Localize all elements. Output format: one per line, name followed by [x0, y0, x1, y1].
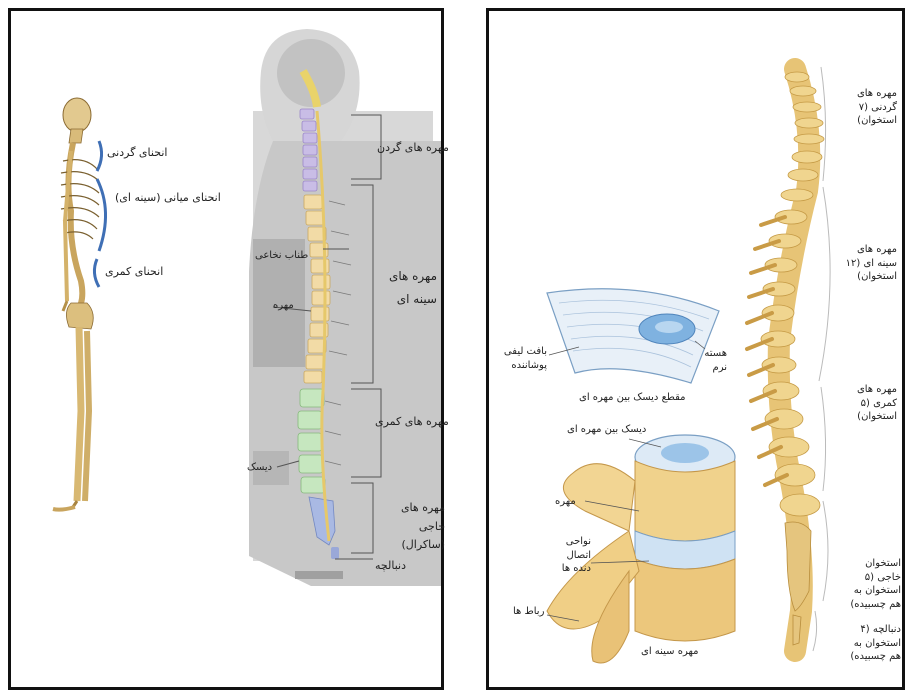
cervical-curve-label: انحنای گردنی	[107, 146, 167, 161]
thoracic-vertebra-caption: مهره سینه ای	[641, 645, 698, 659]
skeleton-figure	[53, 98, 99, 510]
disc-section-caption: مقطع دیسک بین مهره ای	[579, 391, 686, 405]
disc-cross-section	[547, 289, 719, 383]
sacrum-label: استخوان خاجی (۵ استخوان به هم چسبیده)	[839, 557, 901, 611]
fibrous-tissue-label: بافت لیفی پوشاننده	[503, 345, 547, 372]
left-illustration	[11, 11, 447, 693]
nucleus-label: هسته نرم	[705, 347, 727, 374]
lumbar-vertebrae-label: مهره های کمری (۵ استخوان)	[845, 383, 897, 424]
vertebra-label: مهره	[555, 495, 576, 509]
intervertebral-disc-label: دیسک بین مهره ای	[567, 423, 646, 437]
cervical-vertebrae-label: مهره های گردن	[377, 141, 449, 156]
spinal-column-side-view	[747, 69, 824, 651]
left-panel: انحنای گردنی انحنای میانی (سینه ای) انحن…	[8, 8, 444, 690]
ligaments-label: رباط ها	[513, 605, 544, 619]
spinal-cord-label: طناب نخاعی	[255, 249, 308, 263]
lumbar-vertebrae-label: مهره های کمری	[375, 415, 449, 430]
disc-label: دیسک	[247, 461, 272, 475]
thoracic-curve-label: انحنای میانی (سینه ای)	[115, 191, 221, 206]
right-panel: مهره های گردنی (۷ استخوان) مهره های سینه…	[486, 8, 905, 690]
coccyx-label: دنبالچه	[375, 559, 406, 574]
vertebra-label: مهره	[273, 299, 294, 313]
cervical-vertebrae-label: مهره های گردنی (۷ استخوان)	[845, 87, 897, 128]
lumbar-curve-label: انحنای کمری	[105, 265, 163, 280]
sacral-vertebrae-label: مهره های خاجی (ساکرال)	[373, 499, 445, 555]
articular-area-label: نواحی اتصال دنده ها	[551, 535, 591, 576]
thoracic-vertebrae-label: مهره های سینه ای	[377, 265, 437, 311]
thoracic-vertebrae-label: مهره های سینه ای (۱۲ استخوان)	[845, 243, 897, 284]
coccyx-label: دنبالچه (۴ استخوان به هم چسبیده)	[839, 623, 901, 664]
